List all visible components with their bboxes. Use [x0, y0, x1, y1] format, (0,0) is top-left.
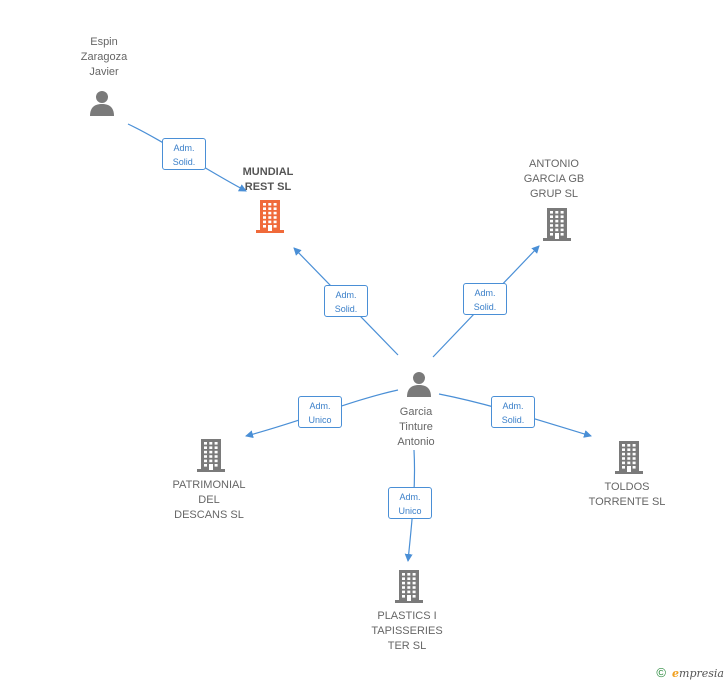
node-label-line: MUNDIAL	[242, 166, 294, 178]
edge-role-label-line: Unico	[308, 415, 332, 425]
node-label-mundial[interactable]: MUNDIAL REST SL	[243, 165, 294, 195]
edge-role-label-line: Unico	[398, 506, 422, 516]
node-label-line: DESCANS SL	[174, 509, 244, 521]
company-building-icon[interactable]	[196, 438, 226, 477]
node-label-line: PATRIMONIAL	[172, 479, 246, 491]
edge-role-label-line: Solid.	[473, 302, 497, 312]
edge-role-label[interactable]: Adm. Solid.	[162, 138, 206, 170]
edge-role-label-line: Solid.	[501, 415, 525, 425]
edge-role-label-line: Adm.	[399, 492, 421, 502]
node-label-line: Tinture	[399, 421, 433, 433]
edge-role-label-line: Adm.	[474, 288, 496, 298]
edge-role-label[interactable]: Adm. Solid.	[324, 285, 368, 317]
node-label-toldos[interactable]: TOLDOS TORRENTE SL	[589, 480, 666, 510]
node-label-line: TORRENTE SL	[588, 496, 666, 508]
node-label-line: DEL	[198, 494, 220, 506]
node-label-line: GARCIA GB	[523, 173, 585, 185]
company-building-icon[interactable]	[255, 199, 285, 238]
node-label-line: Antonio	[397, 436, 435, 448]
edge-role-label-line: Adm.	[335, 290, 357, 300]
person-icon[interactable]	[405, 370, 433, 403]
node-label-patrimonial[interactable]: PATRIMONIAL DEL DESCANS SL	[173, 478, 246, 523]
node-label-antonio-gb[interactable]: ANTONIO GARCIA GB GRUP SL	[524, 157, 585, 202]
node-label-line: TAPISSERIES	[371, 625, 443, 637]
edge-role-label-line: Adm.	[502, 401, 524, 411]
company-building-icon[interactable]	[394, 569, 424, 608]
node-label-line: REST SL	[244, 181, 292, 193]
node-label-line: Garcia	[399, 406, 433, 418]
edge-role-label[interactable]: Adm. Unico	[298, 396, 342, 428]
node-label-line: Javier	[89, 66, 119, 78]
edge-role-label-line: Solid.	[172, 157, 196, 167]
node-label-line: ANTONIO	[529, 158, 579, 170]
node-label-line: TER SL	[387, 640, 427, 652]
edge-role-label[interactable]: Adm. Solid.	[463, 283, 507, 315]
edge-role-label-line: Solid.	[334, 304, 358, 314]
edge-role-label[interactable]: Adm. Unico	[388, 487, 432, 519]
edge-role-label-line: Adm.	[173, 143, 195, 153]
node-label-line: Espin	[90, 36, 118, 48]
copyright-icon: ©	[656, 665, 666, 680]
node-label-plastics[interactable]: PLASTICS I TAPISSERIES TER SL	[371, 609, 442, 654]
edge-role-label[interactable]: Adm. Solid.	[491, 396, 535, 428]
node-label-line: TOLDOS	[604, 481, 650, 493]
company-building-icon[interactable]	[542, 207, 572, 246]
footer-brand: © empresia	[656, 665, 724, 680]
node-label-line: PLASTICS I	[377, 610, 437, 622]
node-label-line: Zaragoza	[80, 51, 128, 63]
company-building-icon[interactable]	[614, 440, 644, 479]
person-icon[interactable]	[88, 89, 116, 122]
node-label-line: GRUP SL	[529, 188, 579, 200]
edge-role-label-line: Adm.	[309, 401, 331, 411]
brand-logo: empresia	[672, 667, 724, 680]
